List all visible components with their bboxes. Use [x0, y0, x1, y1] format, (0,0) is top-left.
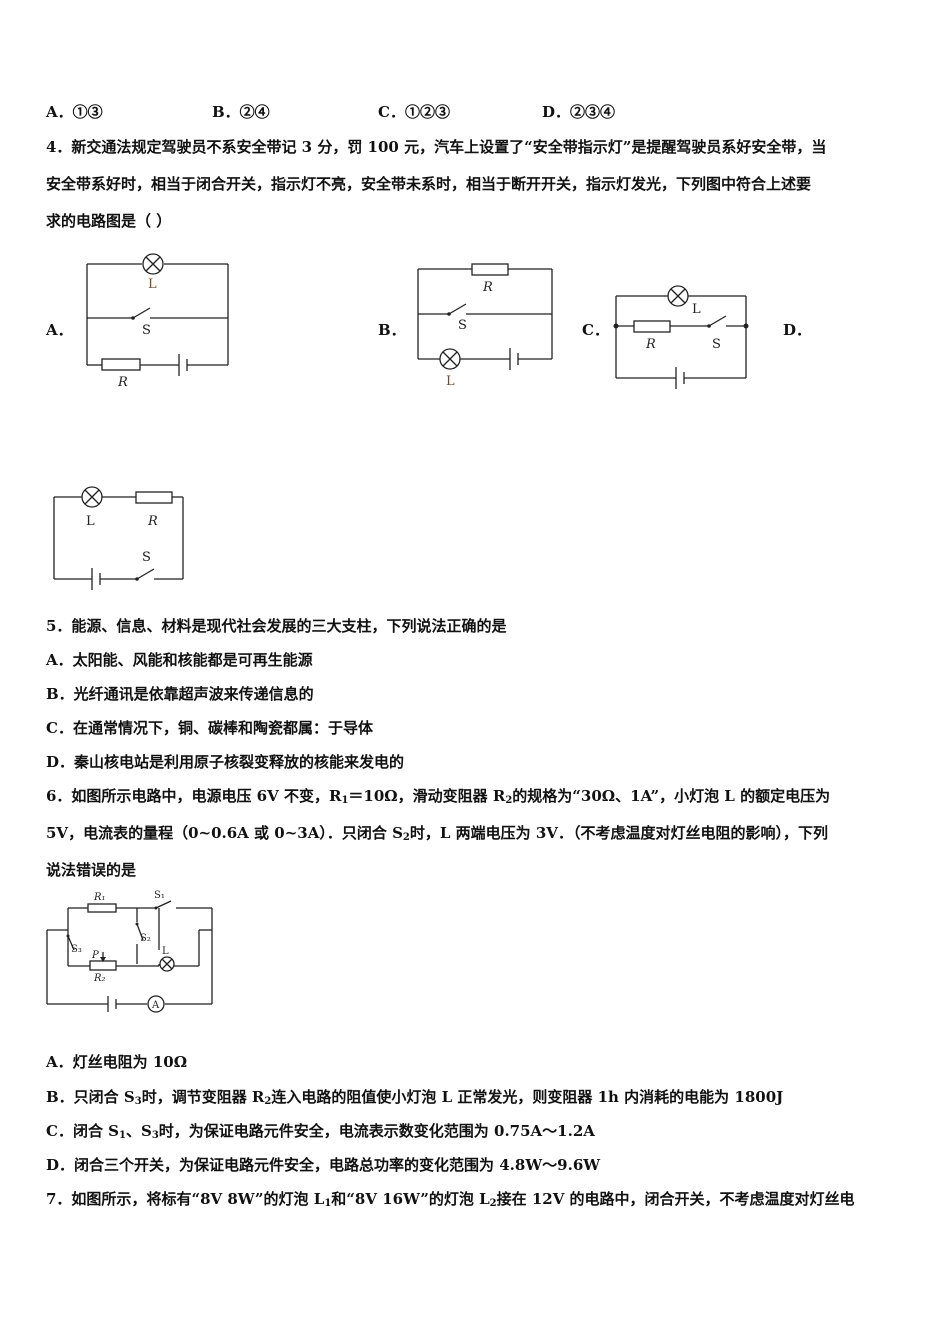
q4-stem-line-2: 安全带系好时，相当于闭合开关，指示灯不亮，安全带未系时，相当于断开开关，指示灯发…: [46, 175, 812, 193]
q4-circuit-a: L S R: [86, 253, 229, 390]
resistor-icon: [101, 358, 141, 371]
battery-icon: [178, 354, 188, 376]
resistor-icon: [135, 491, 173, 504]
q6-S1-label: S₁: [154, 890, 165, 901]
q4a-L-label: L: [148, 277, 157, 292]
q4d-L-label: L: [86, 514, 95, 529]
battery-icon: [509, 348, 519, 370]
switch-icon: [707, 315, 727, 328]
junction-dot-right: [743, 323, 749, 329]
q4b-S-label: S: [458, 318, 467, 333]
q6-option-b: B．只闭合 S3时，调节变阻器 R2连入电路的阻值使小灯泡 L 正常发光，则变阻…: [46, 1088, 784, 1107]
q4d-wires: [53, 496, 184, 580]
ammeter-icon: [147, 995, 165, 1013]
q4a-R-label: R: [117, 375, 128, 390]
q5-option-b: B．光纤通讯是依靠超声波来传递信息的: [46, 685, 314, 703]
q5-option-a: A．太阳能、风能和核能都是可再生能源: [46, 651, 313, 669]
q4c-R-label: R: [645, 337, 656, 352]
q4b-wires: [417, 268, 553, 360]
q6-P-label: P: [91, 950, 99, 961]
q6-S2-label: S₂: [140, 933, 151, 944]
lamp-icon: [667, 285, 689, 307]
q6-R1-label: R₁: [93, 892, 106, 903]
q6-option-c: C．闭合 S1、S3时，为保证电路元件安全，电流表示数变化范围为 0.75A～1…: [46, 1122, 595, 1141]
switch-icon: [447, 303, 467, 316]
battery-icon: [91, 568, 101, 590]
q6-A-label: A: [151, 1000, 160, 1011]
q4c-L-label: L: [692, 302, 701, 317]
q4-stem-line-1: 4．新交通法规定驾驶员不系安全带记 3 分，罚 100 元，汽车上设置了“安全带…: [46, 138, 827, 156]
lamp-icon: [439, 348, 461, 370]
q4-label-a: A．: [46, 321, 73, 339]
resistor-icon: [471, 263, 509, 276]
q6-option-a: A．灯丝电阻为 10Ω: [46, 1053, 188, 1071]
switch-icon: [135, 568, 155, 581]
lamp-icon: [81, 486, 103, 508]
q4-label-d: D．: [783, 321, 812, 339]
q6-L-label: L: [162, 946, 169, 957]
q6-option-d: D．闭合三个开关，为保证电路元件安全，电路总功率的变化范围为 4.8W～9.6W: [46, 1156, 601, 1174]
q6-wires: [46, 907, 213, 1005]
switch-s3-icon: [66, 934, 75, 951]
q4c-wires: [615, 295, 747, 379]
battery-icon: [107, 996, 117, 1012]
q4d-R-label: R: [147, 514, 158, 529]
q4-label-b: B．: [378, 321, 406, 339]
q6-S3-label: S₃: [71, 944, 82, 955]
q7-stem-line-1: 7．如图所示，将标有“8V 8W”的灯泡 L1和“8V 16W”的灯泡 L2接在…: [46, 1190, 855, 1209]
q4-stem-line-3: 求的电路图是（ ）: [46, 212, 172, 230]
q4a-S-label: S: [142, 323, 151, 338]
q4a-wires: [86, 263, 229, 366]
q5-option-d: D．秦山核电站是利用原子核裂变释放的核能来发电的: [46, 753, 405, 771]
q4-circuit-d: L R S: [53, 486, 184, 590]
resistor-icon: [633, 320, 671, 333]
q4-label-c: C．: [582, 321, 609, 339]
junction-dot-left: [613, 323, 619, 329]
battery-icon: [675, 367, 685, 389]
rheostat-r2-icon: [89, 952, 117, 971]
q3-option-c: C．①②③: [378, 103, 450, 121]
q4-circuit-b: R S L: [417, 263, 553, 389]
switch-s1-icon: [154, 900, 172, 910]
q6-circuit: R₁ S₁ S₃ S₂ P R₂ L A: [46, 890, 213, 1013]
q4b-R-label: R: [482, 280, 493, 295]
resistor-r1-icon: [87, 903, 117, 913]
q5-stem: 5．能源、信息、材料是现代社会发展的三大支柱，下列说法正确的是: [46, 617, 507, 635]
q6-stem-line-2: 5V，电流表的量程（0~0.6A 或 0~3A）．只闭合 S2时，L 两端电压为…: [46, 824, 828, 843]
q4b-L-label: L: [446, 374, 455, 389]
q4-circuit-c: L R S: [613, 285, 749, 389]
q4d-S-label: S: [142, 550, 151, 565]
q4c-S-label: S: [712, 337, 721, 352]
lamp-icon: [159, 956, 175, 972]
q3-option-a: A．①③: [46, 103, 103, 121]
q3-option-d: D．②③④: [542, 103, 616, 121]
q3-option-b: B．②④: [212, 103, 270, 121]
lamp-icon: [142, 253, 164, 275]
switch-icon: [131, 307, 151, 320]
q6-stem-line-1: 6．如图所示电路中，电源电压 6V 不变，R1＝10Ω，滑动变阻器 R2的规格为…: [46, 787, 831, 806]
q6-stem-line-3: 说法错误的是: [46, 861, 137, 879]
q5-option-c: C．在通常情况下，铜、碳棒和陶瓷都属：于导体: [46, 719, 373, 737]
switch-s2-icon: [135, 922, 144, 941]
q6-R2-label: R₂: [93, 973, 106, 984]
